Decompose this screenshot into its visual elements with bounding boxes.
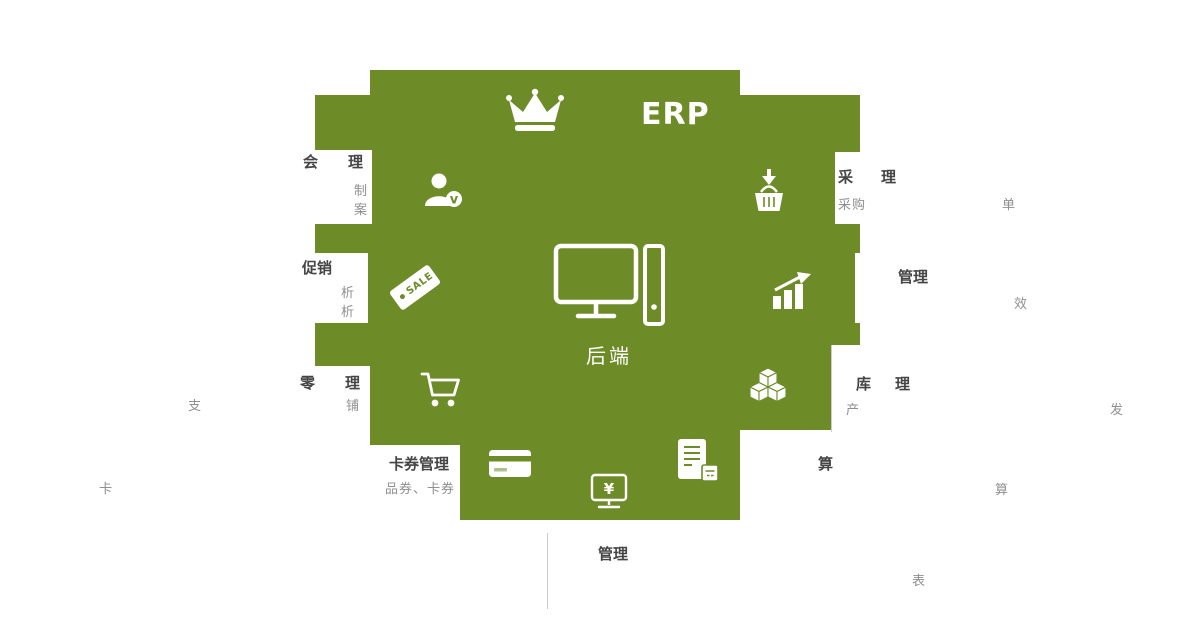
promotion-desc-line1: 析 bbox=[340, 286, 355, 301]
coupon-label: 卡券管理 bbox=[388, 455, 449, 473]
callout-inventory: 库理 产 发 bbox=[831, 345, 1126, 432]
callout-procurement: 采理 采购 单 bbox=[835, 152, 1020, 224]
chart-growth-icon bbox=[773, 272, 811, 309]
callout-coupon: 卡券管理 卡 品券、卡券 bbox=[95, 445, 460, 523]
erp-title: ERP bbox=[641, 97, 710, 132]
receipt-icon bbox=[678, 439, 719, 482]
coupon-desc: 卡 品券、卡券 bbox=[99, 482, 455, 497]
procurement-basket-icon bbox=[755, 169, 783, 211]
business-desc: 效 bbox=[1013, 297, 1028, 312]
procurement-desc: 采购 单 bbox=[838, 198, 1016, 213]
inventory-label: 库理 bbox=[856, 375, 911, 393]
sale-tag-hole bbox=[398, 293, 406, 301]
settlement-label: 算 bbox=[818, 455, 834, 473]
callout-retail: 零理 支 铺 bbox=[150, 366, 370, 430]
cashier-desc: 表 bbox=[911, 574, 926, 589]
member-icon: v bbox=[425, 173, 462, 208]
member-label: 会理 bbox=[302, 153, 363, 171]
backend-label: 后端 bbox=[586, 344, 632, 368]
callout-member: 会理 制 案 bbox=[85, 150, 372, 224]
inventory-desc: 产 发 bbox=[846, 403, 1124, 418]
member-desc-line1: 制 bbox=[353, 184, 368, 199]
settlement-desc: 算 bbox=[994, 483, 1009, 498]
retail-label: 零理 bbox=[299, 374, 360, 392]
callout-business: 管理 效 bbox=[855, 253, 1035, 323]
computer-icon bbox=[553, 243, 665, 326]
business-label: 管理 bbox=[898, 268, 929, 286]
callout-cashier: 管理 表 bbox=[547, 533, 942, 609]
member-desc-line2: 案 bbox=[353, 203, 368, 218]
svg-text:v: v bbox=[450, 193, 459, 208]
coupon-card-icon bbox=[489, 450, 531, 477]
crown-icon bbox=[506, 88, 564, 131]
retail-desc: 支 铺 bbox=[188, 399, 360, 414]
cart-icon bbox=[420, 372, 460, 407]
member-badge bbox=[446, 191, 462, 207]
promotion-desc-line2: 析 bbox=[340, 305, 355, 320]
cashier-monitor-icon: ¥ bbox=[590, 473, 628, 509]
callout-promotion: 促销 析 析 bbox=[110, 253, 368, 323]
procurement-label: 采理 bbox=[838, 168, 897, 186]
callout-settlement: 算 算 bbox=[745, 445, 1015, 505]
cashier-label: 管理 bbox=[598, 545, 629, 563]
svg-text:¥: ¥ bbox=[604, 480, 615, 498]
inventory-boxes-icon bbox=[749, 367, 787, 403]
promotion-label: 促销 bbox=[301, 259, 332, 277]
